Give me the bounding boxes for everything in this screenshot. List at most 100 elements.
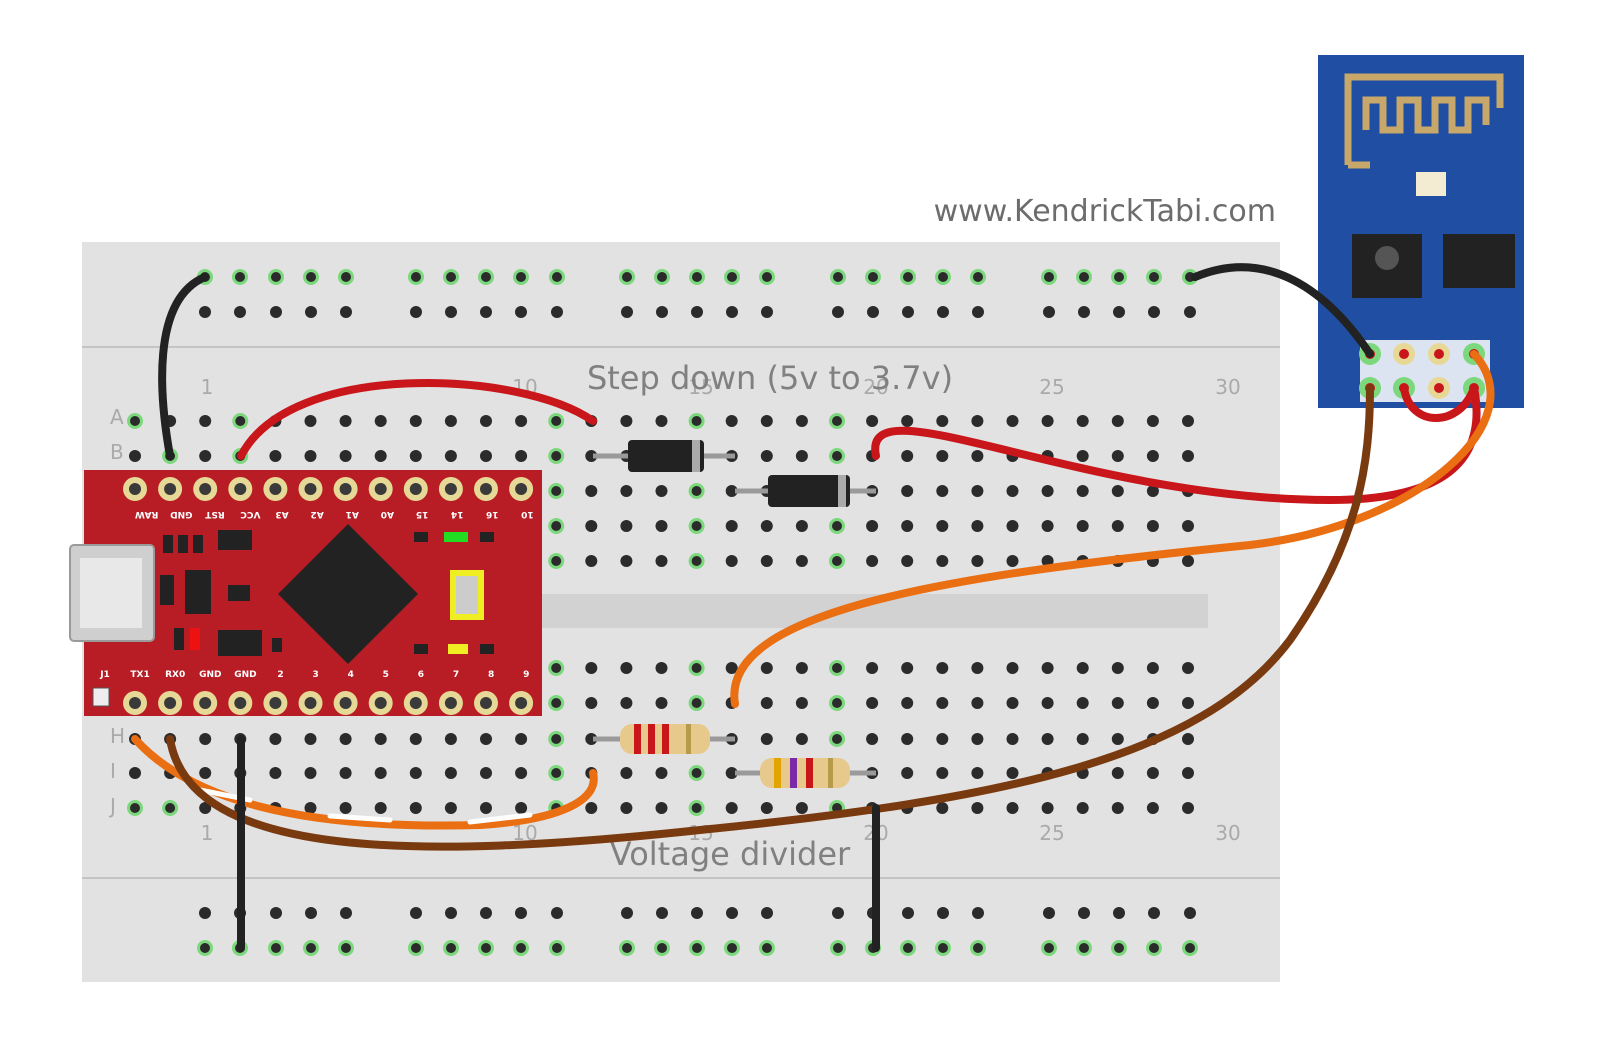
- breadboard-hole: [339, 415, 352, 427]
- smd-component: [193, 535, 203, 553]
- breadboard-hole-center: [832, 556, 842, 566]
- breadboard-hole: [1041, 520, 1054, 532]
- breadboard-hole: [199, 450, 212, 462]
- arduino-top-pin-label: RAW: [135, 509, 158, 519]
- breadboard-hole: [1006, 485, 1019, 497]
- breadboard-hole: [971, 485, 984, 497]
- breadboard-hole: [374, 733, 387, 745]
- breadboard-hole: [304, 450, 317, 462]
- voltage-divider-label: Voltage divider: [610, 835, 851, 873]
- breadboard-hole: [725, 415, 738, 427]
- rail-hole: [973, 272, 983, 282]
- breadboard-hole: [795, 802, 808, 814]
- rail-hole: [340, 907, 352, 919]
- breadboard-hole-center: [691, 416, 702, 426]
- arduino-top-pin-label: A3: [275, 509, 288, 519]
- breadboard-hole: [1111, 767, 1124, 779]
- wire-red-vcc: [237, 379, 597, 460]
- breadboard-hole: [866, 520, 879, 532]
- breadboard-hole-center: [551, 663, 562, 673]
- smd-component: [185, 570, 211, 614]
- breadboard-hole: [971, 662, 984, 674]
- rail-hole: [515, 306, 527, 318]
- breadboard-hole: [444, 733, 457, 745]
- arduino-pin-hole: [374, 483, 387, 495]
- arduino-top-pin-label: A1: [346, 509, 359, 519]
- rail-hole: [341, 943, 351, 953]
- yellow-led-icon: [448, 644, 468, 654]
- rail-hole: [868, 272, 878, 282]
- rail-hole: [727, 272, 737, 282]
- rail-hole: [516, 272, 526, 282]
- arduino-pin-hole: [199, 697, 212, 709]
- breadboard-hole: [936, 485, 949, 497]
- arduino-pin-hole: [444, 483, 457, 495]
- rail-hole: [480, 907, 492, 919]
- rail-hole: [692, 272, 702, 282]
- breadboard-hole: [1146, 767, 1159, 779]
- arduino-bottom-pin-label: 6: [418, 670, 424, 680]
- breadboard-hole: [585, 697, 598, 709]
- rail-hole: [692, 943, 702, 953]
- arduino-bottom-pin-label: 9: [523, 670, 529, 680]
- rail-hole: [1079, 272, 1089, 282]
- rail-hole: [937, 907, 949, 919]
- breadboard-hole: [1076, 697, 1089, 709]
- rail-hole: [621, 306, 633, 318]
- breadboard-hole: [620, 520, 633, 532]
- breadboard-hole: [1146, 662, 1159, 674]
- rail-hole: [305, 907, 317, 919]
- rail-hole: [234, 306, 246, 318]
- breadboard-hole: [655, 802, 668, 814]
- rail-hole: [1113, 907, 1125, 919]
- breadboard-hole: [725, 485, 738, 497]
- rail-hole: [903, 272, 913, 282]
- breadboard-hole-center: [551, 734, 562, 744]
- rail-hole: [1079, 943, 1089, 953]
- breadboard-hole: [199, 767, 212, 779]
- breadboard-hole: [655, 485, 668, 497]
- diode-1: [593, 440, 735, 472]
- breadboard-hole: [339, 450, 352, 462]
- rail-hole: [480, 306, 492, 318]
- breadboard-hole-center: [551, 451, 562, 461]
- rail-hole: [902, 306, 914, 318]
- rail-hole: [270, 306, 282, 318]
- breadboard-hole: [1182, 802, 1194, 814]
- arduino-pin-hole: [480, 483, 492, 495]
- breadboard-hole: [1076, 450, 1089, 462]
- rail-hole: [1184, 907, 1196, 919]
- breadboard-hole: [374, 415, 387, 427]
- arduino-bottom-pin-label: 3: [312, 670, 318, 680]
- rail-hole: [1148, 306, 1160, 318]
- breadboard-hole: [760, 415, 773, 427]
- breadboard-hole: [409, 767, 422, 779]
- breadboard-hole-center: [832, 663, 842, 673]
- arduino-bottom-pin-label: RX0: [165, 670, 185, 680]
- rail-hole: [762, 943, 772, 953]
- rail-hole: [867, 306, 879, 318]
- breadboard-hole: [1146, 802, 1159, 814]
- rail-hole: [410, 306, 422, 318]
- breadboard-hole-center: [165, 803, 176, 813]
- breadboard-hole: [936, 450, 949, 462]
- breadboard-hole: [515, 415, 528, 427]
- rail-hole: [761, 306, 773, 318]
- breadboard-hole: [655, 555, 668, 567]
- breadboard-hole: [760, 733, 773, 745]
- arduino-pin-hole: [444, 697, 457, 709]
- espressif-logo-icon: [1375, 246, 1399, 270]
- arduino-bottom-pin-label: 2: [277, 670, 283, 680]
- breadboard-hole: [760, 450, 773, 462]
- rail-hole: [656, 907, 668, 919]
- breadboard-hole: [1111, 662, 1124, 674]
- rail-hole: [305, 306, 317, 318]
- breadboard-hole: [585, 520, 598, 532]
- breadboard-hole: [1006, 662, 1019, 674]
- breadboard-hole: [971, 733, 984, 745]
- breadboard-hole: [795, 662, 808, 674]
- arduino-pin-hole: [164, 697, 177, 709]
- row-letter-i: I: [110, 759, 116, 783]
